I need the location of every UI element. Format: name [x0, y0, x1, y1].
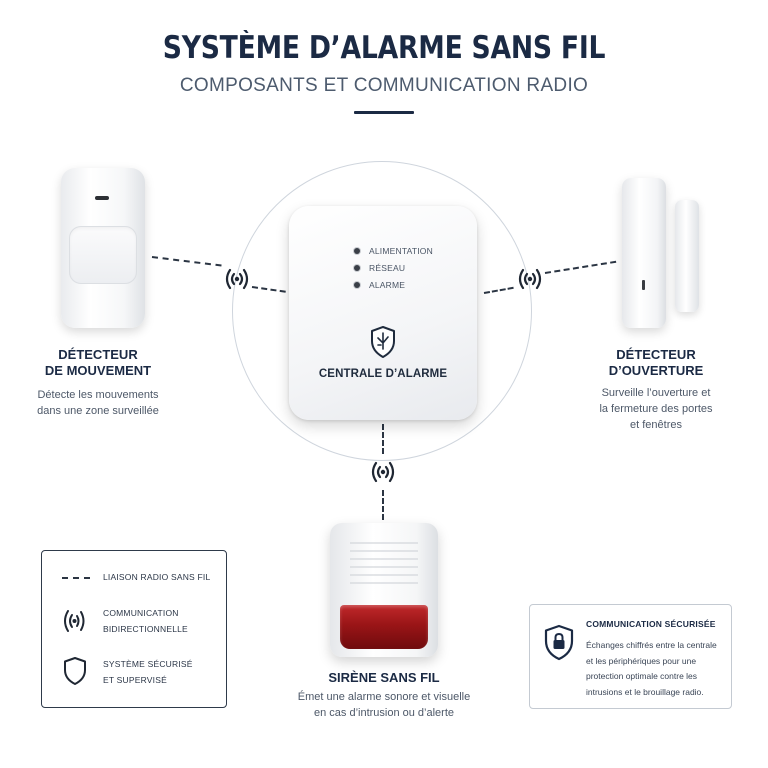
desc-line: intrusions et le brouillage radio. [586, 686, 704, 697]
legend-line: COMMUNICATION [103, 608, 179, 618]
opening-detector-title: DÉTECTEUR D’OUVERTURE [586, 347, 726, 379]
opening-detector-magnet [675, 200, 699, 312]
indicator-led [354, 248, 360, 254]
communication-ring [232, 161, 532, 461]
desc-line: Surveille l’ouverture et [601, 387, 711, 399]
desc-line: Échanges chiffrés entre la centrale [586, 640, 717, 650]
desc-line: Émet une alarme sonore et visuelle [297, 691, 471, 703]
indicator-power: ALIMENTATION [354, 246, 433, 256]
motion-detector-led [95, 196, 109, 200]
indicator-label: ALIMENTATION [369, 246, 433, 256]
radio-wave-icon [64, 610, 85, 632]
legend-dash-icon [62, 577, 90, 579]
desc-line: Détecte les mouvements [37, 389, 159, 401]
link-motion-left [151, 256, 222, 267]
opening-detector-led [642, 280, 645, 290]
radio-wave-icon [371, 461, 395, 483]
siren-flash-light [340, 605, 428, 649]
desc-line: en cas d’intrusion ou d’alerte [313, 707, 455, 719]
legend-bidirectional: COMMUNICATION BIDIRECTIONNELLE [103, 605, 188, 637]
motion-detector-title: DÉTECTEUR DE MOUVEMENT [28, 347, 168, 379]
legend-radio-link: LIAISON RADIO SANS FIL [103, 572, 211, 582]
legend-line: BIDIRECTIONNELLE [103, 624, 188, 634]
desc-line: dans une zone surveillée [37, 405, 159, 417]
page-title: SYSTÈME D’ALARME SANS FIL [162, 30, 606, 66]
desc-line: et les périphériques pour une [586, 655, 697, 666]
motion-detector-desc: Détecte les mouvements dans une zone sur… [18, 387, 178, 419]
legend-box [41, 550, 227, 708]
title-line: DE MOUVEMENT [44, 363, 152, 378]
legend-secure: SYSTÈME SÉCURISÉ ET SUPERVISÉ [103, 656, 193, 688]
title-line: DÉTECTEUR [58, 347, 138, 362]
indicator-network: RÉSEAU [354, 263, 405, 273]
desc-line: la fermeture des portes [599, 403, 713, 415]
legend-line: SYSTÈME SÉCURISÉ [103, 659, 193, 669]
radio-wave-icon [518, 268, 542, 290]
desc-line: protection optimale contre les [586, 671, 698, 681]
central-unit [289, 206, 477, 420]
secure-communication-desc: Échanges chiffrés entre la centrale et l… [586, 638, 728, 700]
central-label: CENTRALE D’ALARME [318, 368, 448, 380]
page-subtitle: COMPOSANTS ET COMMUNICATION RADIO [179, 75, 589, 96]
indicator-alarm: ALARME [354, 280, 405, 290]
indicator-led [354, 282, 360, 288]
shield-lock-icon [544, 624, 574, 661]
shield-icon [64, 657, 86, 685]
link-opening-right [544, 260, 617, 274]
radio-wave-icon [225, 268, 249, 290]
siren-title: SIRÈNE SANS FIL [328, 670, 440, 685]
shield-icon [371, 326, 395, 358]
siren-grille [350, 542, 418, 584]
title-line: D’OUVERTURE [608, 363, 704, 378]
link-siren-bottom [382, 490, 384, 520]
secure-communication-title: COMMUNICATION SÉCURISÉE [586, 619, 716, 629]
title-underline [354, 111, 414, 114]
indicator-led [354, 265, 360, 271]
title-line: DÉTECTEUR [616, 347, 696, 362]
link-siren-top [382, 424, 384, 454]
indicator-label: ALARME [369, 280, 406, 290]
siren-desc: Émet une alarme sonore et visuelle en ca… [274, 689, 494, 721]
legend-line: ET SUPERVISÉ [103, 675, 167, 685]
opening-detector-desc: Surveille l’ouverture et la fermeture de… [576, 385, 736, 433]
motion-detector-lens [69, 226, 137, 284]
opening-detector [622, 178, 666, 328]
desc-line: et fenêtres [630, 419, 682, 431]
indicator-label: RÉSEAU [369, 263, 406, 273]
